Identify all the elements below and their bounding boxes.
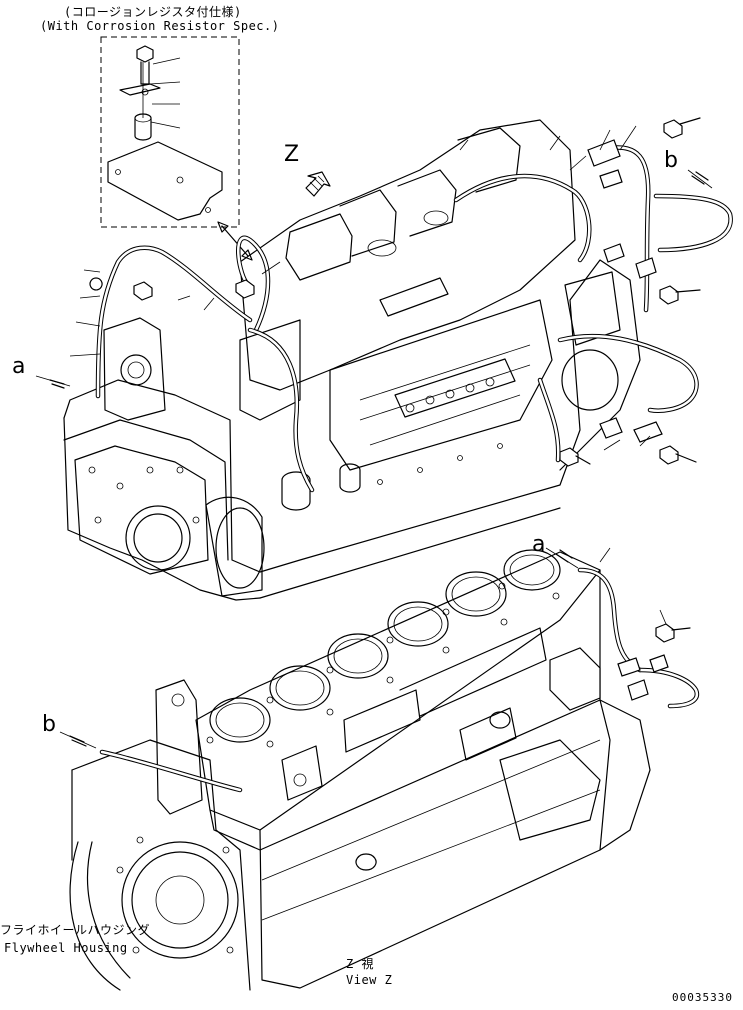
- leader-a-mid-label: a: [532, 532, 546, 557]
- view-marker-letter: Z: [284, 142, 300, 167]
- corrosion-resistor-inset: [100, 36, 240, 228]
- leader-b-bottom-label: b: [42, 712, 56, 737]
- lower-engine-block: [69, 549, 651, 991]
- inset-arrow: [217, 221, 253, 261]
- drawing-code: 00035330: [672, 991, 733, 1004]
- inset-caption-en: (With Corrosion Resistor Spec.): [40, 19, 280, 33]
- flywheel-housing-label-jp: フライホイールハウジング: [0, 923, 151, 937]
- upper-wiring-harness: [69, 117, 733, 493]
- inset-caption-jp: (コロージョンレジスタ付仕様): [64, 5, 242, 19]
- view-z-arrow: [305, 171, 331, 197]
- leader-b-bottom: [59, 731, 97, 749]
- lower-wiring-harness: [99, 547, 700, 793]
- leader-a-mid: [545, 547, 579, 569]
- flywheel-housing-label-en: Flywheel Housing: [4, 941, 128, 955]
- leader-b-top: [687, 169, 713, 189]
- leader-a-top: [35, 375, 71, 389]
- upper-engine-assembly: [63, 119, 641, 601]
- view-z-label-jp: Z 視: [346, 957, 374, 971]
- view-z-label-en: View Z: [346, 973, 393, 987]
- leader-b-top-label: b: [664, 148, 678, 173]
- leader-a-top-label: a: [12, 354, 26, 379]
